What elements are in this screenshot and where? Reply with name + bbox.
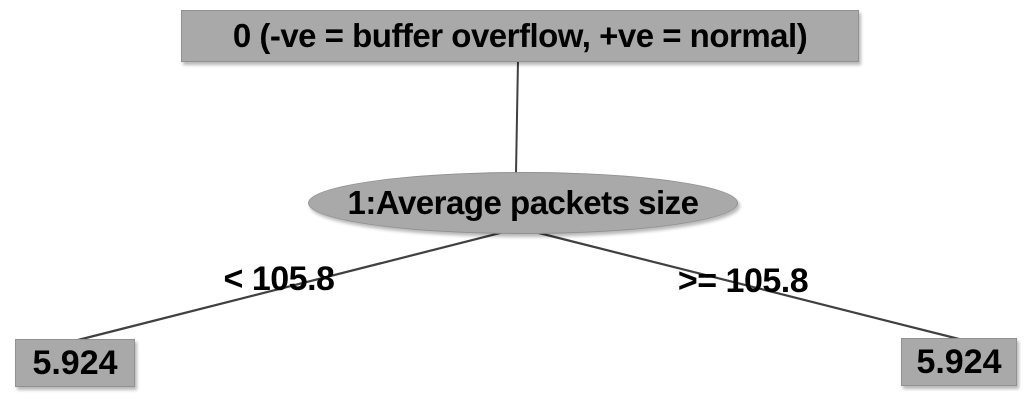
left-leaf-node: 5.924 [15,339,135,387]
right-branch-condition: >= 105.8 [677,262,809,300]
split-node-label: 1:Average packets size [347,184,700,221]
split-node-average-packets-size: 1:Average packets size [308,172,738,234]
edge-split-to-right-leaf [526,228,964,342]
root-node: 0 (-ve = buffer overflow, +ve = normal) [181,10,859,62]
right-leaf-value: 5.924 [916,342,1002,381]
right-leaf-node: 5.924 [901,338,1017,386]
edge-split-to-left-leaf [73,228,513,343]
edge-root-to-split [515,59,519,174]
root-node-label: 0 (-ve = buffer overflow, +ve = normal) [232,17,808,54]
left-branch-condition: < 105.8 [223,260,335,298]
left-leaf-value: 5.924 [32,343,118,382]
